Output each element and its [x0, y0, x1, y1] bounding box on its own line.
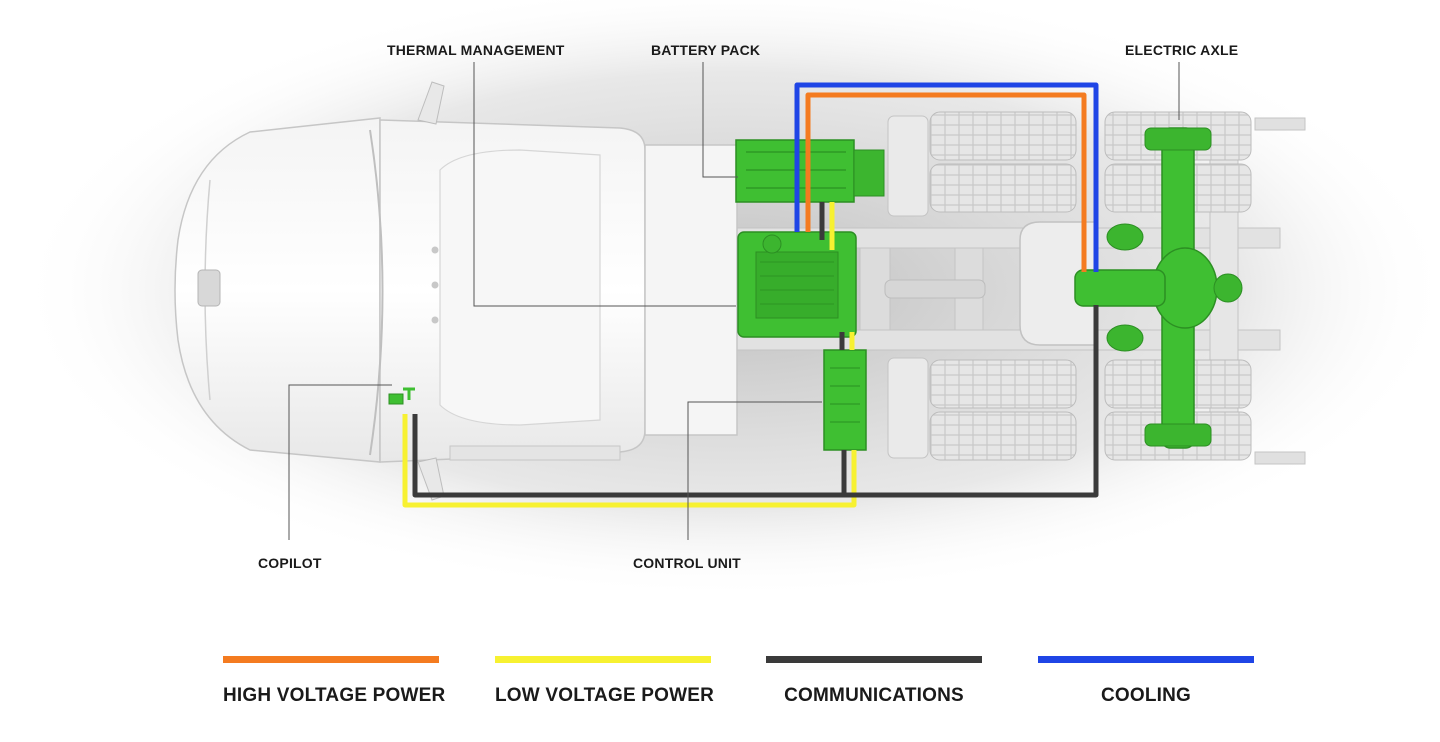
legend-swatch [766, 656, 982, 663]
cooling-line [794, 82, 1099, 272]
control-unit-label: CONTROL UNIT [633, 555, 741, 571]
low-voltage-line [402, 202, 857, 508]
thermal-management-unit [737, 231, 857, 338]
callout-leaders [288, 62, 1180, 540]
legend-high-voltage: HIGH VOLTAGE POWER [223, 656, 446, 707]
legend-swatch [223, 656, 439, 663]
communications-line [412, 202, 1099, 498]
legend-swatch [1038, 656, 1254, 663]
legend-cooling: COOLING [1038, 656, 1254, 707]
legend-label: COMMUNICATIONS [784, 685, 964, 706]
thermal-management-label: THERMAL MANAGEMENT [387, 42, 565, 58]
high-voltage-line [805, 92, 1087, 272]
legend-swatch [495, 656, 711, 663]
control-unit [823, 349, 867, 451]
legend-label: HIGH VOLTAGE POWER [223, 685, 446, 706]
legend-label: COOLING [1100, 685, 1192, 706]
legend-label: LOW VOLTAGE POWER [495, 685, 715, 706]
legend-communications: COMMUNICATIONS [766, 656, 982, 707]
truck-cab [174, 81, 738, 501]
copilot-label: COPILOT [258, 555, 322, 571]
electric-axle [1074, 127, 1243, 449]
copilot-unit [388, 387, 415, 405]
electric-axle-label: ELECTRIC AXLE [1125, 42, 1239, 58]
battery-pack-label: BATTERY PACK [651, 42, 761, 58]
legend-low-voltage: LOW VOLTAGE POWER [495, 656, 715, 707]
